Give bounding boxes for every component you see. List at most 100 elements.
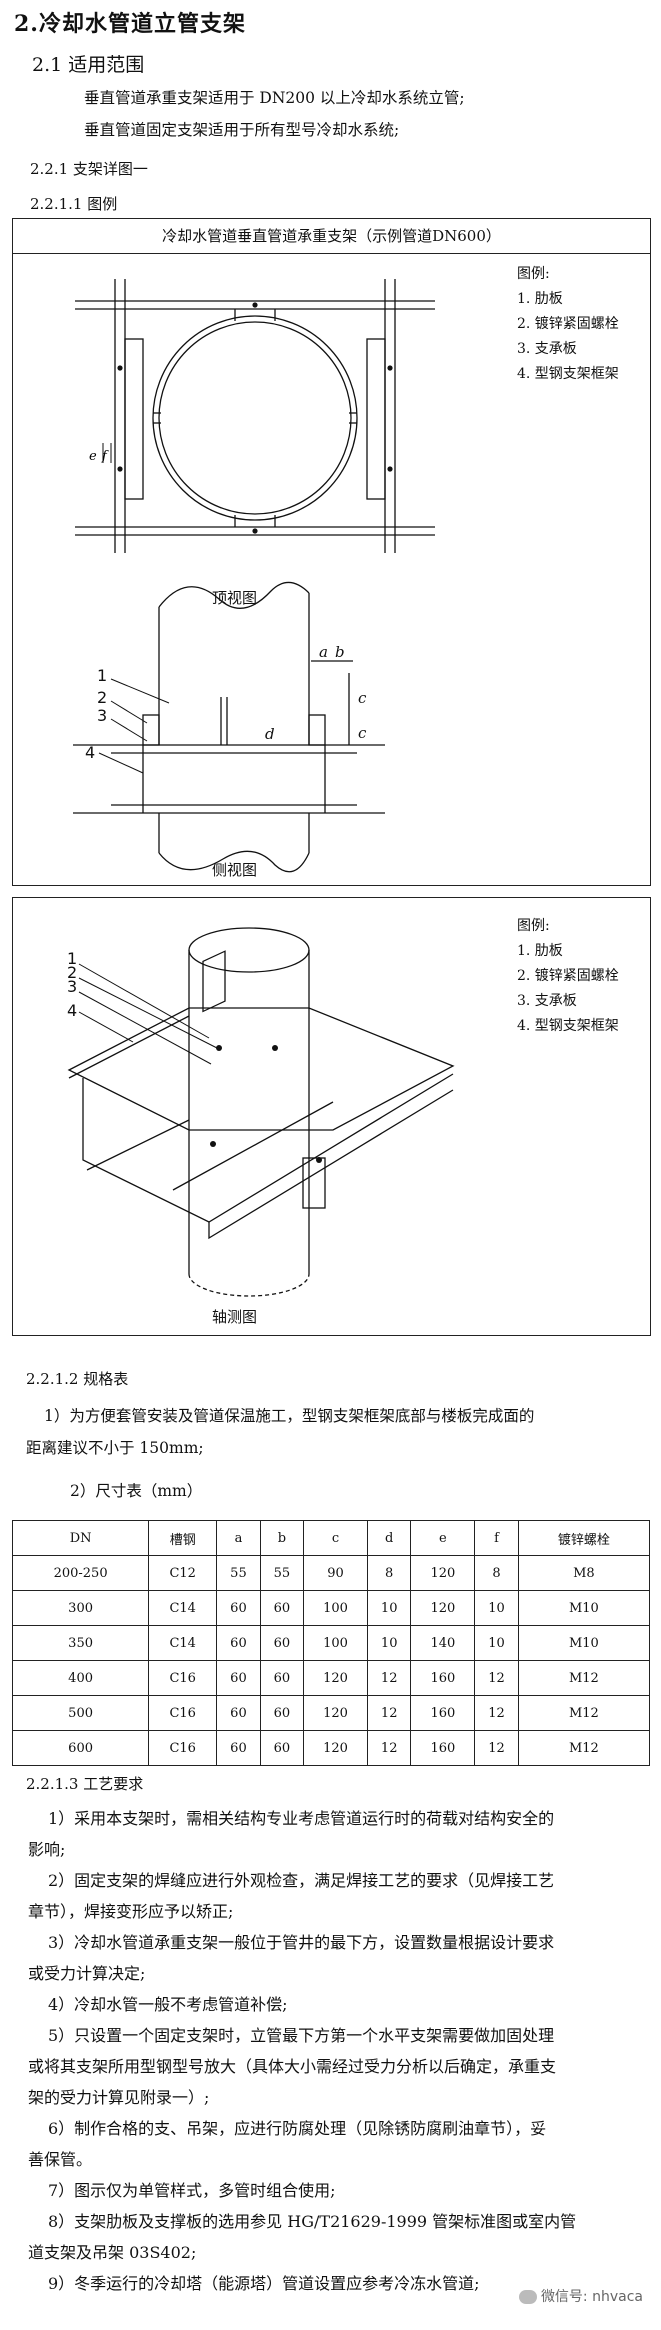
legend-item: 4. 型钢支架框架 [517, 366, 619, 382]
figure-legend-2: 图例: 1. 肋板 2. 镀锌紧固螺栓 3. 支承板 4. 型钢支架框架 [517, 914, 619, 1039]
callout-3: 3 [97, 706, 107, 725]
legend-heading: 2.2.1.1 图例 [30, 195, 118, 213]
wechat-icon [518, 2290, 537, 2304]
cell: 12 [474, 1730, 519, 1766]
cell: 12 [366, 1660, 412, 1696]
cell: 60 [259, 1590, 305, 1626]
req-line: 1）采用本支架时，需相关结构专业考虑管道运行时的荷载对结构安全的 [48, 1809, 555, 1828]
cell: 10 [474, 1590, 519, 1626]
isometric-caption: 轴测图 [212, 1308, 258, 1326]
dim-label-f: f [101, 449, 109, 464]
header-cell: DN [11, 1520, 150, 1556]
iso-leaders [78, 963, 218, 1065]
cell: 120 [410, 1590, 476, 1626]
cell: 60 [259, 1695, 305, 1731]
cell: 120 [303, 1730, 368, 1766]
req-line: 8）支架肋板及支撑板的选用参见 HG/T21629-1999 管架标准图或室内管 [48, 2212, 577, 2231]
cell: 8 [474, 1555, 519, 1591]
cell: 160 [410, 1730, 476, 1766]
part-numbers: 1 2 3 4 [85, 666, 107, 762]
scope-line-2: 垂直管道固定支架适用于所有型号冷却水系统; [84, 121, 400, 139]
cell: 100 [303, 1590, 368, 1626]
scope-heading: 2.1 适用范围 [32, 54, 145, 76]
req-line: 7）图示仅为单管样式，多管时组合使用; [48, 2181, 336, 2200]
cell: C16 [148, 1660, 218, 1696]
cell: 350 [11, 1625, 150, 1661]
iso-callout-1: 1 [67, 949, 77, 968]
figure-load-bearing-support: 冷却水管道垂直管道承重支架（示例管道DN600） 图例: 1. 肋板 2. 镀锌… [12, 218, 651, 886]
req-line: 4）冷却水管一般不考虑管道补偿; [48, 1995, 288, 2014]
cell: 10 [366, 1590, 412, 1626]
detail-heading: 2.2.1 支架详图一 [30, 160, 148, 178]
cell: C16 [148, 1730, 218, 1766]
cell: 140 [410, 1625, 476, 1661]
req-line: 3）冷却水管道承重支架一般位于管井的最下方，设置数量根据设计要求 [48, 1933, 555, 1952]
callout-2: 2 [97, 688, 107, 707]
cell: 60 [216, 1625, 261, 1661]
legend-item: 2. 镀锌紧固螺栓 [517, 968, 619, 984]
callout-4: 4 [85, 743, 95, 762]
header-cell: b [259, 1520, 305, 1556]
figure-title: 冷却水管道垂直管道承重支架（示例管道DN600） [13, 219, 650, 254]
cell: 120 [303, 1695, 368, 1731]
cell: 300 [11, 1590, 150, 1626]
header-cell: c [303, 1520, 368, 1556]
cell: 12 [474, 1660, 519, 1696]
cell: 60 [216, 1590, 261, 1626]
drawing-svg: e f [73, 279, 435, 873]
cell: M12 [517, 1730, 651, 1766]
side-view-caption: 侧视图 [212, 861, 258, 879]
dim-label-c-top: c [358, 689, 367, 707]
cell: M10 [517, 1590, 651, 1626]
req-line: 章节），焊接变形应予以矫正; [28, 1902, 234, 1921]
iso-callout-3: 3 [67, 977, 77, 996]
header-cell: a [216, 1520, 261, 1556]
dim-e-f [102, 443, 112, 463]
watermark-text: 微信号: nhvaca [540, 2289, 643, 2305]
cell: 160 [410, 1695, 476, 1731]
side-view-drawing [73, 581, 385, 873]
legend-heading-text: 图例: [517, 918, 550, 934]
requirements-list: 1）采用本支架时，需相关结构专业考虑管道运行时的荷载对结构安全的 影响; 2）固… [28, 1803, 643, 2299]
cell: 90 [303, 1555, 368, 1591]
legend-item: 1. 肋板 [517, 943, 563, 959]
req-line: 道支架及吊架 03S402; [28, 2243, 197, 2262]
spec-note-1: 1）为方便套管安装及管道保温施工，型钢支架框架底部与楼板完成面的 [44, 1407, 535, 1425]
cell: 60 [216, 1730, 261, 1766]
legend-item: 3. 支承板 [517, 341, 577, 357]
cell: M12 [517, 1660, 651, 1696]
isometric-drawing [67, 927, 455, 1297]
top-view-drawing [75, 279, 435, 553]
legend-item: 3. 支承板 [517, 993, 577, 1009]
bolt-dots [117, 302, 393, 534]
header-cell: d [366, 1520, 412, 1556]
spec-heading: 2.2.1.2 规格表 [26, 1370, 129, 1388]
cell: M10 [517, 1625, 651, 1661]
cell: 8 [366, 1555, 412, 1591]
cell: 500 [11, 1695, 150, 1731]
cell: 60 [216, 1660, 261, 1696]
cell: 120 [303, 1660, 368, 1696]
header-cell: 镀锌螺栓 [517, 1520, 651, 1556]
header-cell: 槽钢 [148, 1520, 218, 1556]
req-line: 5）只设置一个固定支架时，立管最下方第一个水平支架需要做加固处理 [48, 2026, 555, 2045]
dimension-letters: a b c c d [265, 643, 367, 743]
isometric-svg: 1 2 3 4 [67, 927, 455, 1297]
req-line: 2）固定支架的焊缝应进行外观检查，满足焊接工艺的要求（见焊接工艺 [48, 1871, 555, 1890]
req-line: 影响; [28, 1840, 66, 1859]
spec-note-2: 距离建议不小于 150mm; [26, 1439, 204, 1457]
figure-legend: 图例: 1. 肋板 2. 镀锌紧固螺栓 3. 支承板 4. 型钢支架框架 [517, 262, 619, 387]
dim-label-c-bottom: c [358, 724, 367, 742]
cell: 160 [410, 1660, 476, 1696]
cell: M8 [517, 1555, 651, 1591]
dim-label-b: b [335, 643, 345, 661]
table-header-row: DN 槽钢 a b c d e f 镀锌螺栓 [11, 1520, 651, 1556]
iso-bolts [210, 1045, 322, 1163]
cell: 60 [259, 1660, 305, 1696]
